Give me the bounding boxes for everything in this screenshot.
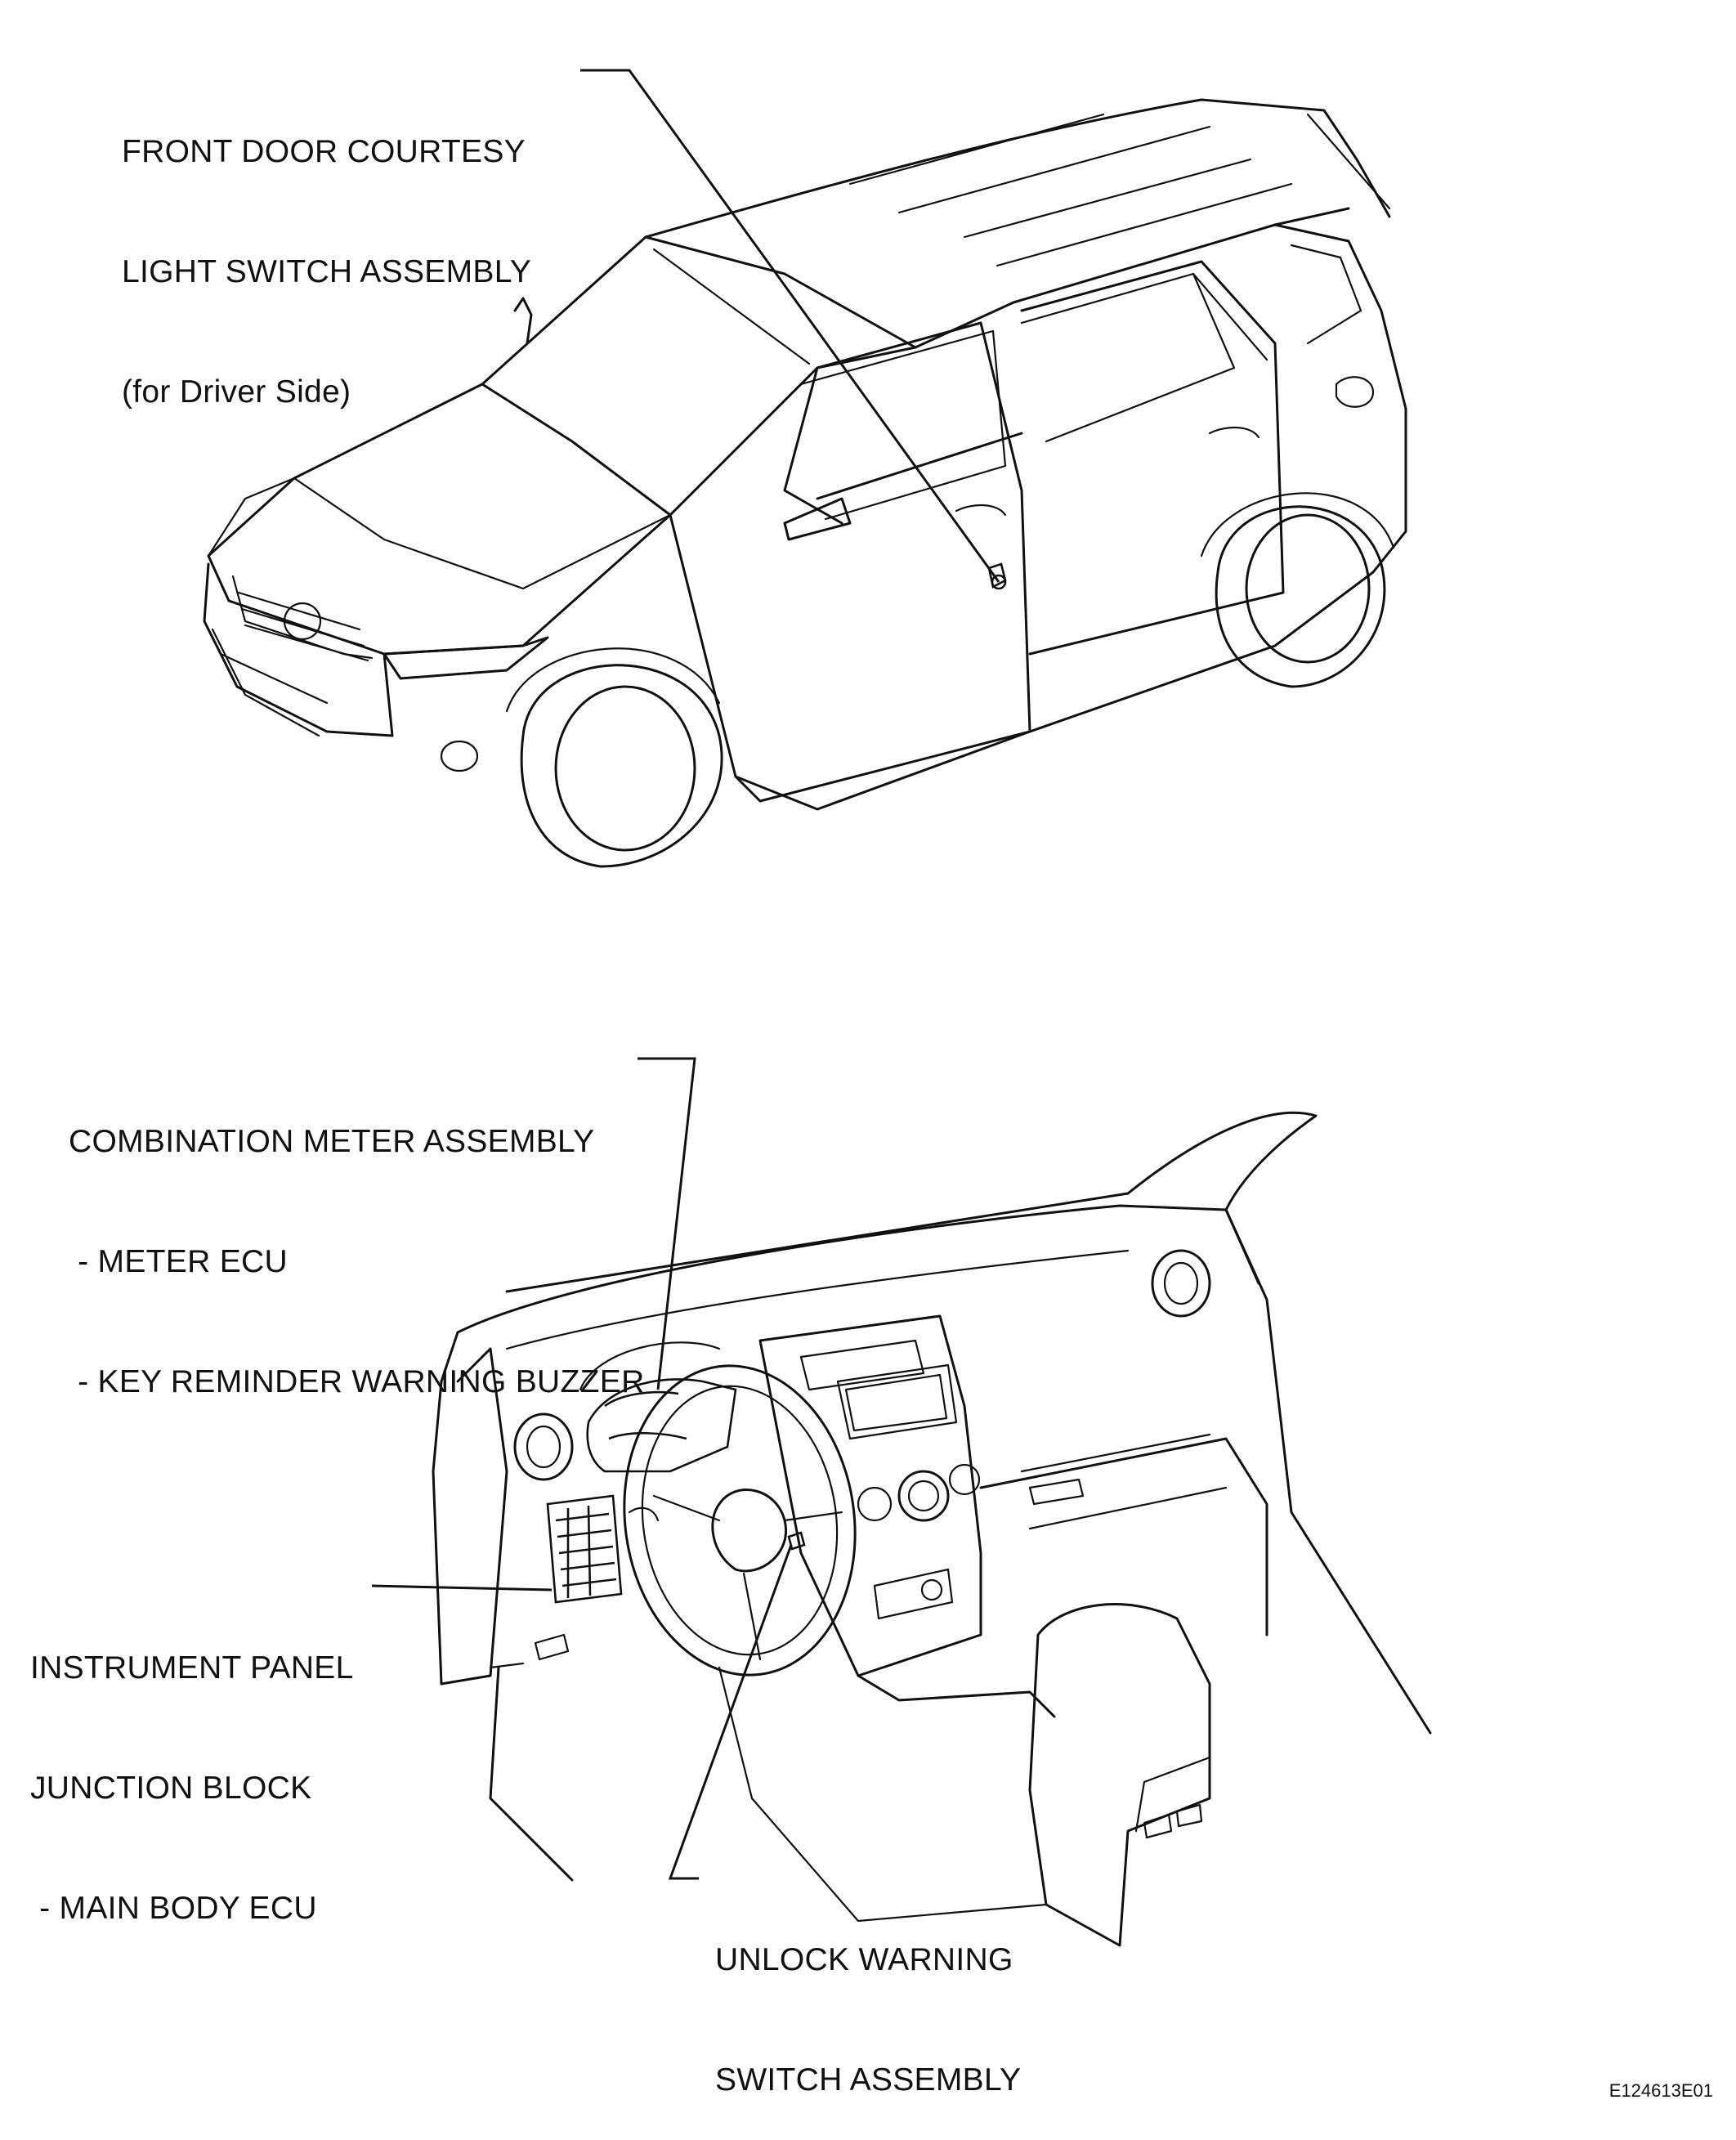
- label-line: - MAIN BODY ECU: [30, 1891, 317, 1926]
- label-line: - METER ECU: [69, 1244, 288, 1279]
- leader-line-junction: [371, 1584, 553, 1592]
- leader-line-unlock: [668, 1544, 793, 1880]
- label-line: INSTRUMENT PANEL: [30, 1650, 354, 1686]
- label-front-door-courtesy-light-switch: FRONT DOOR COURTESY LIGHT SWITCH ASSEMBL…: [122, 51, 531, 452]
- label-line: - KEY REMINDER WARNING BUZZER: [69, 1364, 645, 1399]
- figure-code: E124613E01: [1608, 2080, 1713, 2101]
- vehicle-drawing: [203, 98, 1407, 868]
- leader-line-meter: [638, 1057, 696, 1390]
- dashboard-drawing: [432, 1111, 1432, 1947]
- label-line: (for Driver Side): [122, 374, 351, 410]
- label-line: JUNCTION BLOCK: [30, 1771, 312, 1806]
- label-line: COMBINATION METER ASSEMBLY: [69, 1124, 595, 1159]
- label-unlock-warning-switch-assembly: UNLOCK WARNING SWITCH ASSEMBLY: [715, 1860, 1021, 2140]
- label-combination-meter-assembly: COMBINATION METER ASSEMBLY - METER ECU -…: [69, 1041, 645, 1442]
- label-line: LIGHT SWITCH ASSEMBLY: [122, 254, 532, 289]
- label-line: SWITCH ASSEMBLY: [715, 2062, 1022, 2097]
- label-line: UNLOCK WARNING: [715, 1942, 1013, 1977]
- leader-line-door-switch: [580, 69, 1000, 583]
- label-line: FRONT DOOR COURTESY: [122, 134, 526, 169]
- label-instrument-panel-junction-block: INSTRUMENT PANEL JUNCTION BLOCK - MAIN B…: [30, 1568, 354, 1968]
